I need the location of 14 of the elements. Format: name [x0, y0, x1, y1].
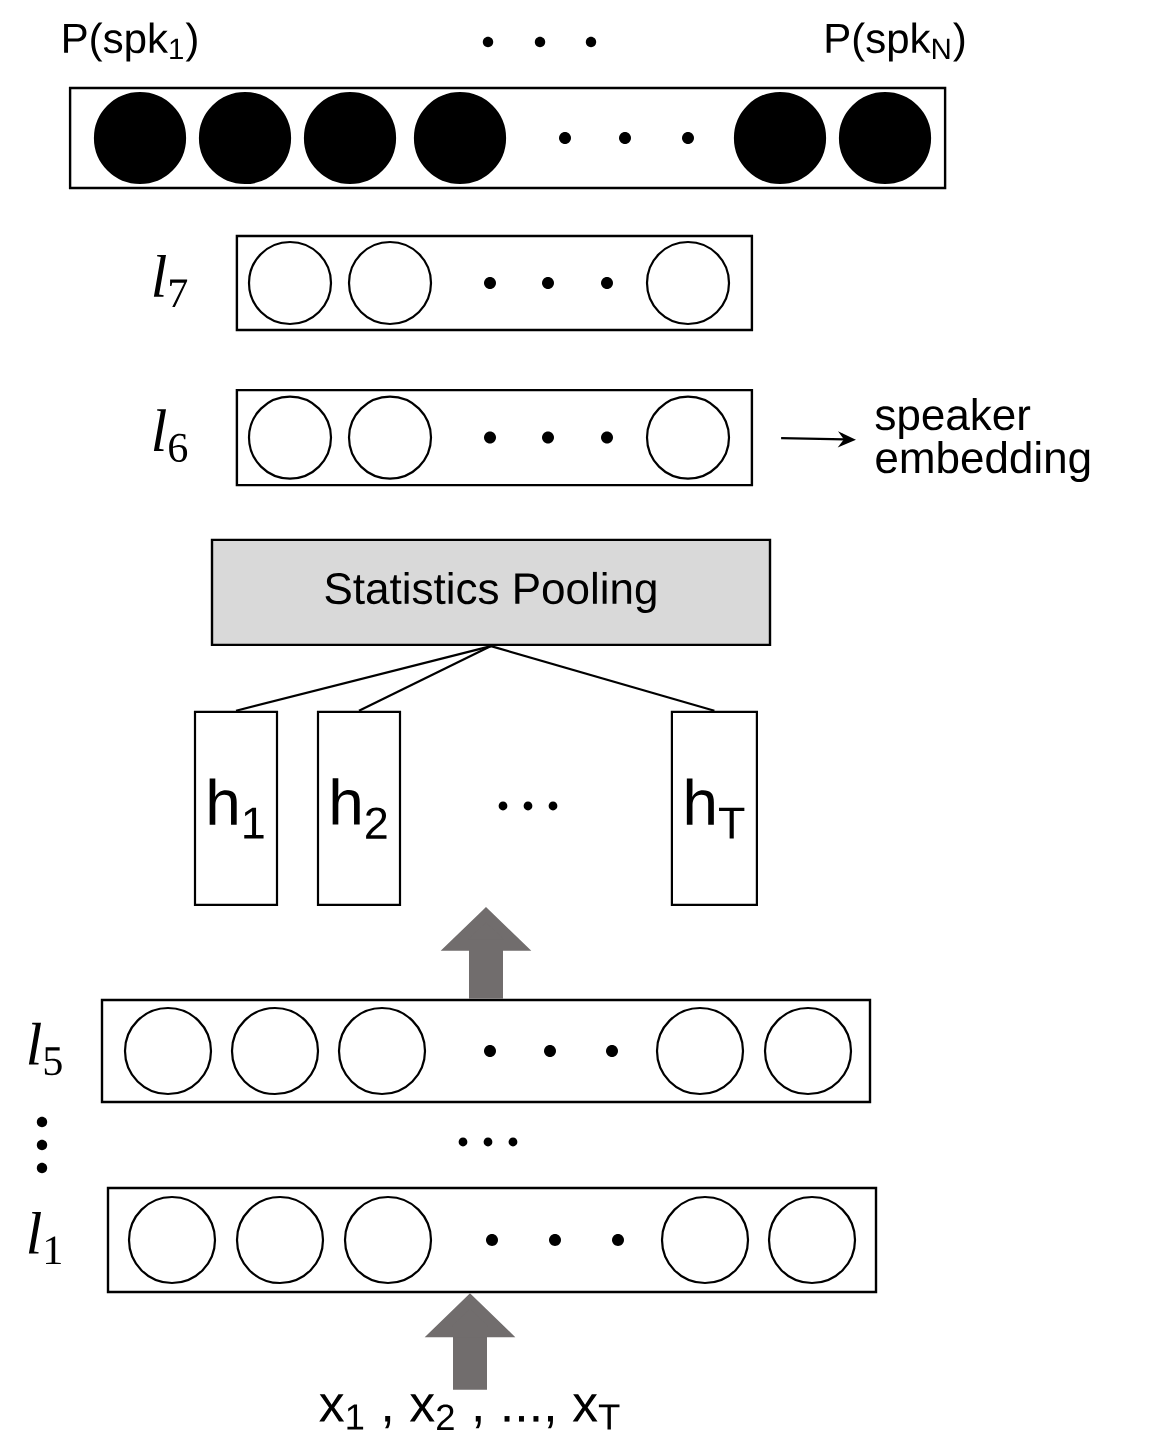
- layer-label: l$_{7}$: [153, 255, 188, 307]
- vector-box: h$_{T}$: [670, 710, 758, 906]
- connector-line: [358, 645, 492, 712]
- input-label: x$_{1}$ , x$_{2}$ , ..., x$_{T}$: [319, 1394, 620, 1430]
- layer-label: l$_{1}$: [28, 1211, 61, 1265]
- vector-box: h$_{1}$: [193, 710, 279, 906]
- connector-line: [235, 645, 492, 712]
- process-box: Statistics Pooling: [210, 538, 772, 647]
- vector-box: h$_{2}$: [316, 710, 402, 906]
- output-label: speaker embedding: [875, 397, 1090, 482]
- layer-drawing: [68, 86, 947, 190]
- layer-label: l$_{5}$: [28, 1022, 62, 1076]
- connector-line: [490, 645, 715, 712]
- layer-label: l$_{6}$: [153, 409, 188, 462]
